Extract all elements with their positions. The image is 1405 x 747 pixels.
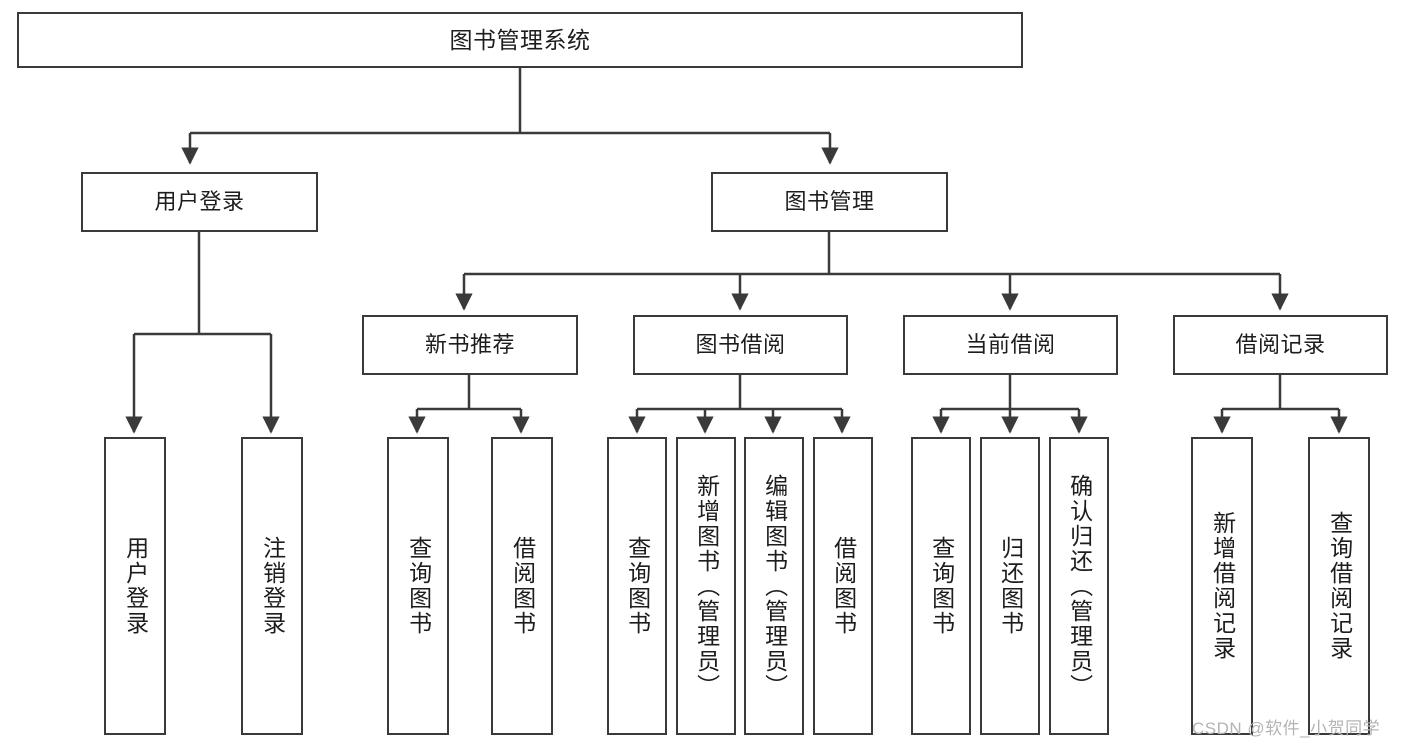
node-label: 借阅图书 [509,536,536,636]
node-label: 注销登录 [259,536,286,636]
node-label: 图书管理系统 [449,26,591,53]
node-label: 新增借阅记录 [1209,511,1236,661]
leaf-borrow-add-book-admin[interactable]: 新增图书（管理员） [676,437,736,735]
node-root-system[interactable]: 图书管理系统 [17,12,1023,68]
node-label: 图书管理 [784,189,875,215]
node-new-book-recommend[interactable]: 新书推荐 [362,315,578,375]
node-label: 查询图书 [928,536,955,636]
node-label: 新增图书（管理员） [693,473,720,699]
node-label: 查询图书 [405,536,432,636]
node-label: 归还图书 [997,536,1024,636]
node-label: 用户登录 [154,189,245,215]
node-label: 借阅图书 [830,536,857,636]
node-user-login[interactable]: 用户登录 [81,172,318,232]
leaf-borrow-borrow-book[interactable]: 借阅图书 [813,437,873,735]
leaf-borrow-edit-book-admin[interactable]: 编辑图书（管理员） [744,437,804,735]
node-borrow-record[interactable]: 借阅记录 [1173,315,1388,375]
node-label: 新书推荐 [424,332,515,358]
leaf-user-login[interactable]: 用户登录 [104,437,166,735]
node-label: 编辑图书（管理员） [761,473,788,699]
node-label: 借阅记录 [1235,332,1326,358]
node-label: 查询图书 [624,536,651,636]
node-label: 查询借阅记录 [1326,511,1353,661]
node-label: 用户登录 [122,536,149,636]
node-current-borrow[interactable]: 当前借阅 [903,315,1118,375]
leaf-borrow-query-book[interactable]: 查询图书 [607,437,667,735]
leaf-recommend-borrow-book[interactable]: 借阅图书 [491,437,553,735]
node-label: 图书借阅 [695,332,786,358]
leaf-record-query-borrow-record[interactable]: 查询借阅记录 [1308,437,1370,735]
leaf-current-query-book[interactable]: 查询图书 [911,437,971,735]
leaf-recommend-query-book[interactable]: 查询图书 [387,437,449,735]
leaf-record-add-borrow-record[interactable]: 新增借阅记录 [1191,437,1253,735]
node-label: 当前借阅 [965,332,1056,358]
leaf-current-return-book[interactable]: 归还图书 [980,437,1040,735]
node-book-borrow[interactable]: 图书借阅 [633,315,848,375]
csdn-watermark: CSDN @软件_小贺同学 [1192,719,1381,738]
leaf-user-logout[interactable]: 注销登录 [241,437,303,735]
node-label: 确认归还（管理员） [1066,473,1093,699]
leaf-current-confirm-return-admin[interactable]: 确认归还（管理员） [1049,437,1109,735]
node-book-management[interactable]: 图书管理 [711,172,948,232]
